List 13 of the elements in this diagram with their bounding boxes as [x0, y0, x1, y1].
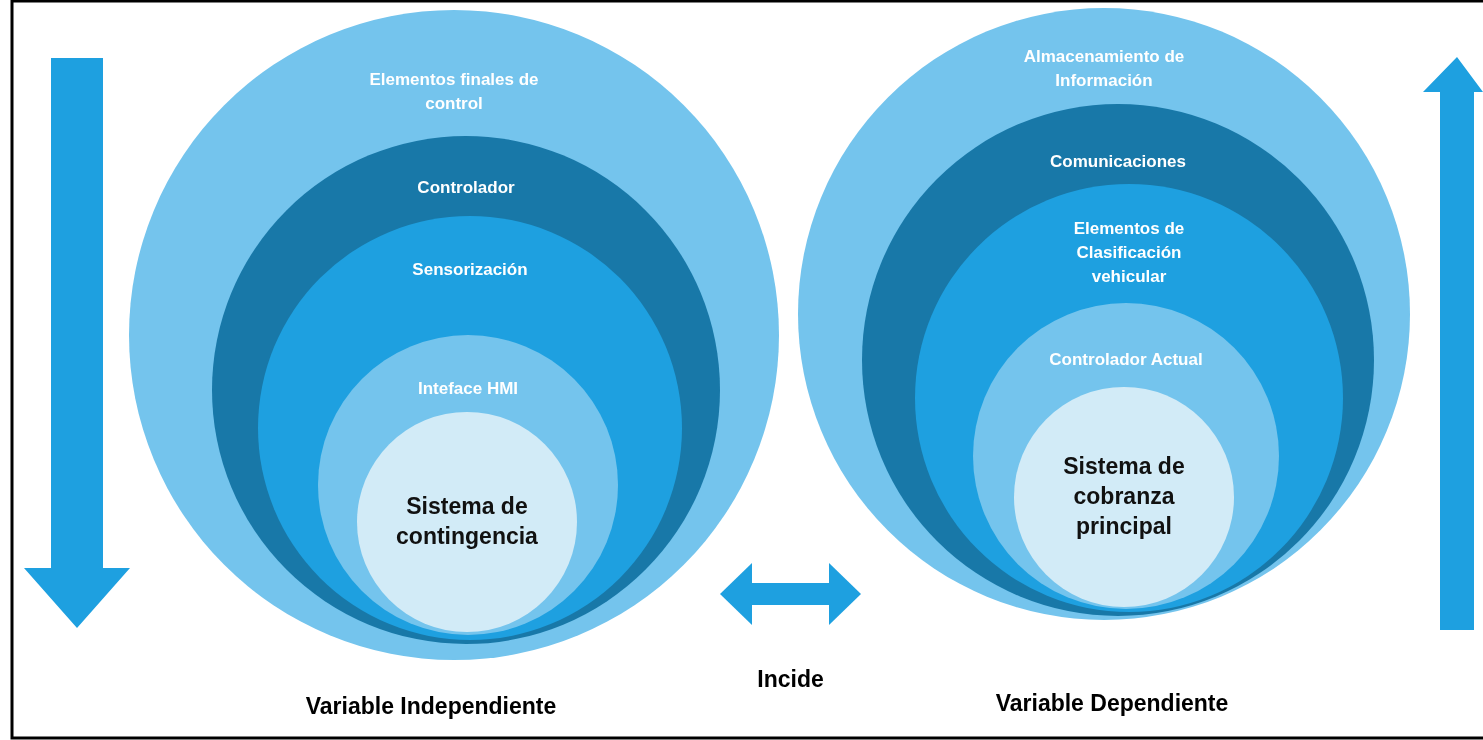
- double-arrow: [720, 563, 861, 625]
- circle-label: Sistema de cobranza principal: [1062, 452, 1186, 541]
- circle-label: Inteface HMI: [416, 378, 520, 400]
- circle-label: Controlador Actual: [1048, 349, 1204, 371]
- circle-label: Elementos de Clasificación vehicular: [1072, 218, 1186, 288]
- circle-label: Almacenamiento de Información: [1022, 46, 1186, 92]
- axis-caption: Variable Dependiente: [995, 690, 1229, 717]
- axis-caption: Variable Independiente: [305, 693, 557, 720]
- circle-label: Comunicaciones: [1048, 151, 1187, 173]
- circle-label: Sistema de contingencia: [395, 492, 539, 551]
- circle-label: Elementos finales de control: [368, 69, 540, 115]
- circle-label: Controlador: [416, 177, 516, 199]
- circle-label: Sensorización: [411, 259, 529, 281]
